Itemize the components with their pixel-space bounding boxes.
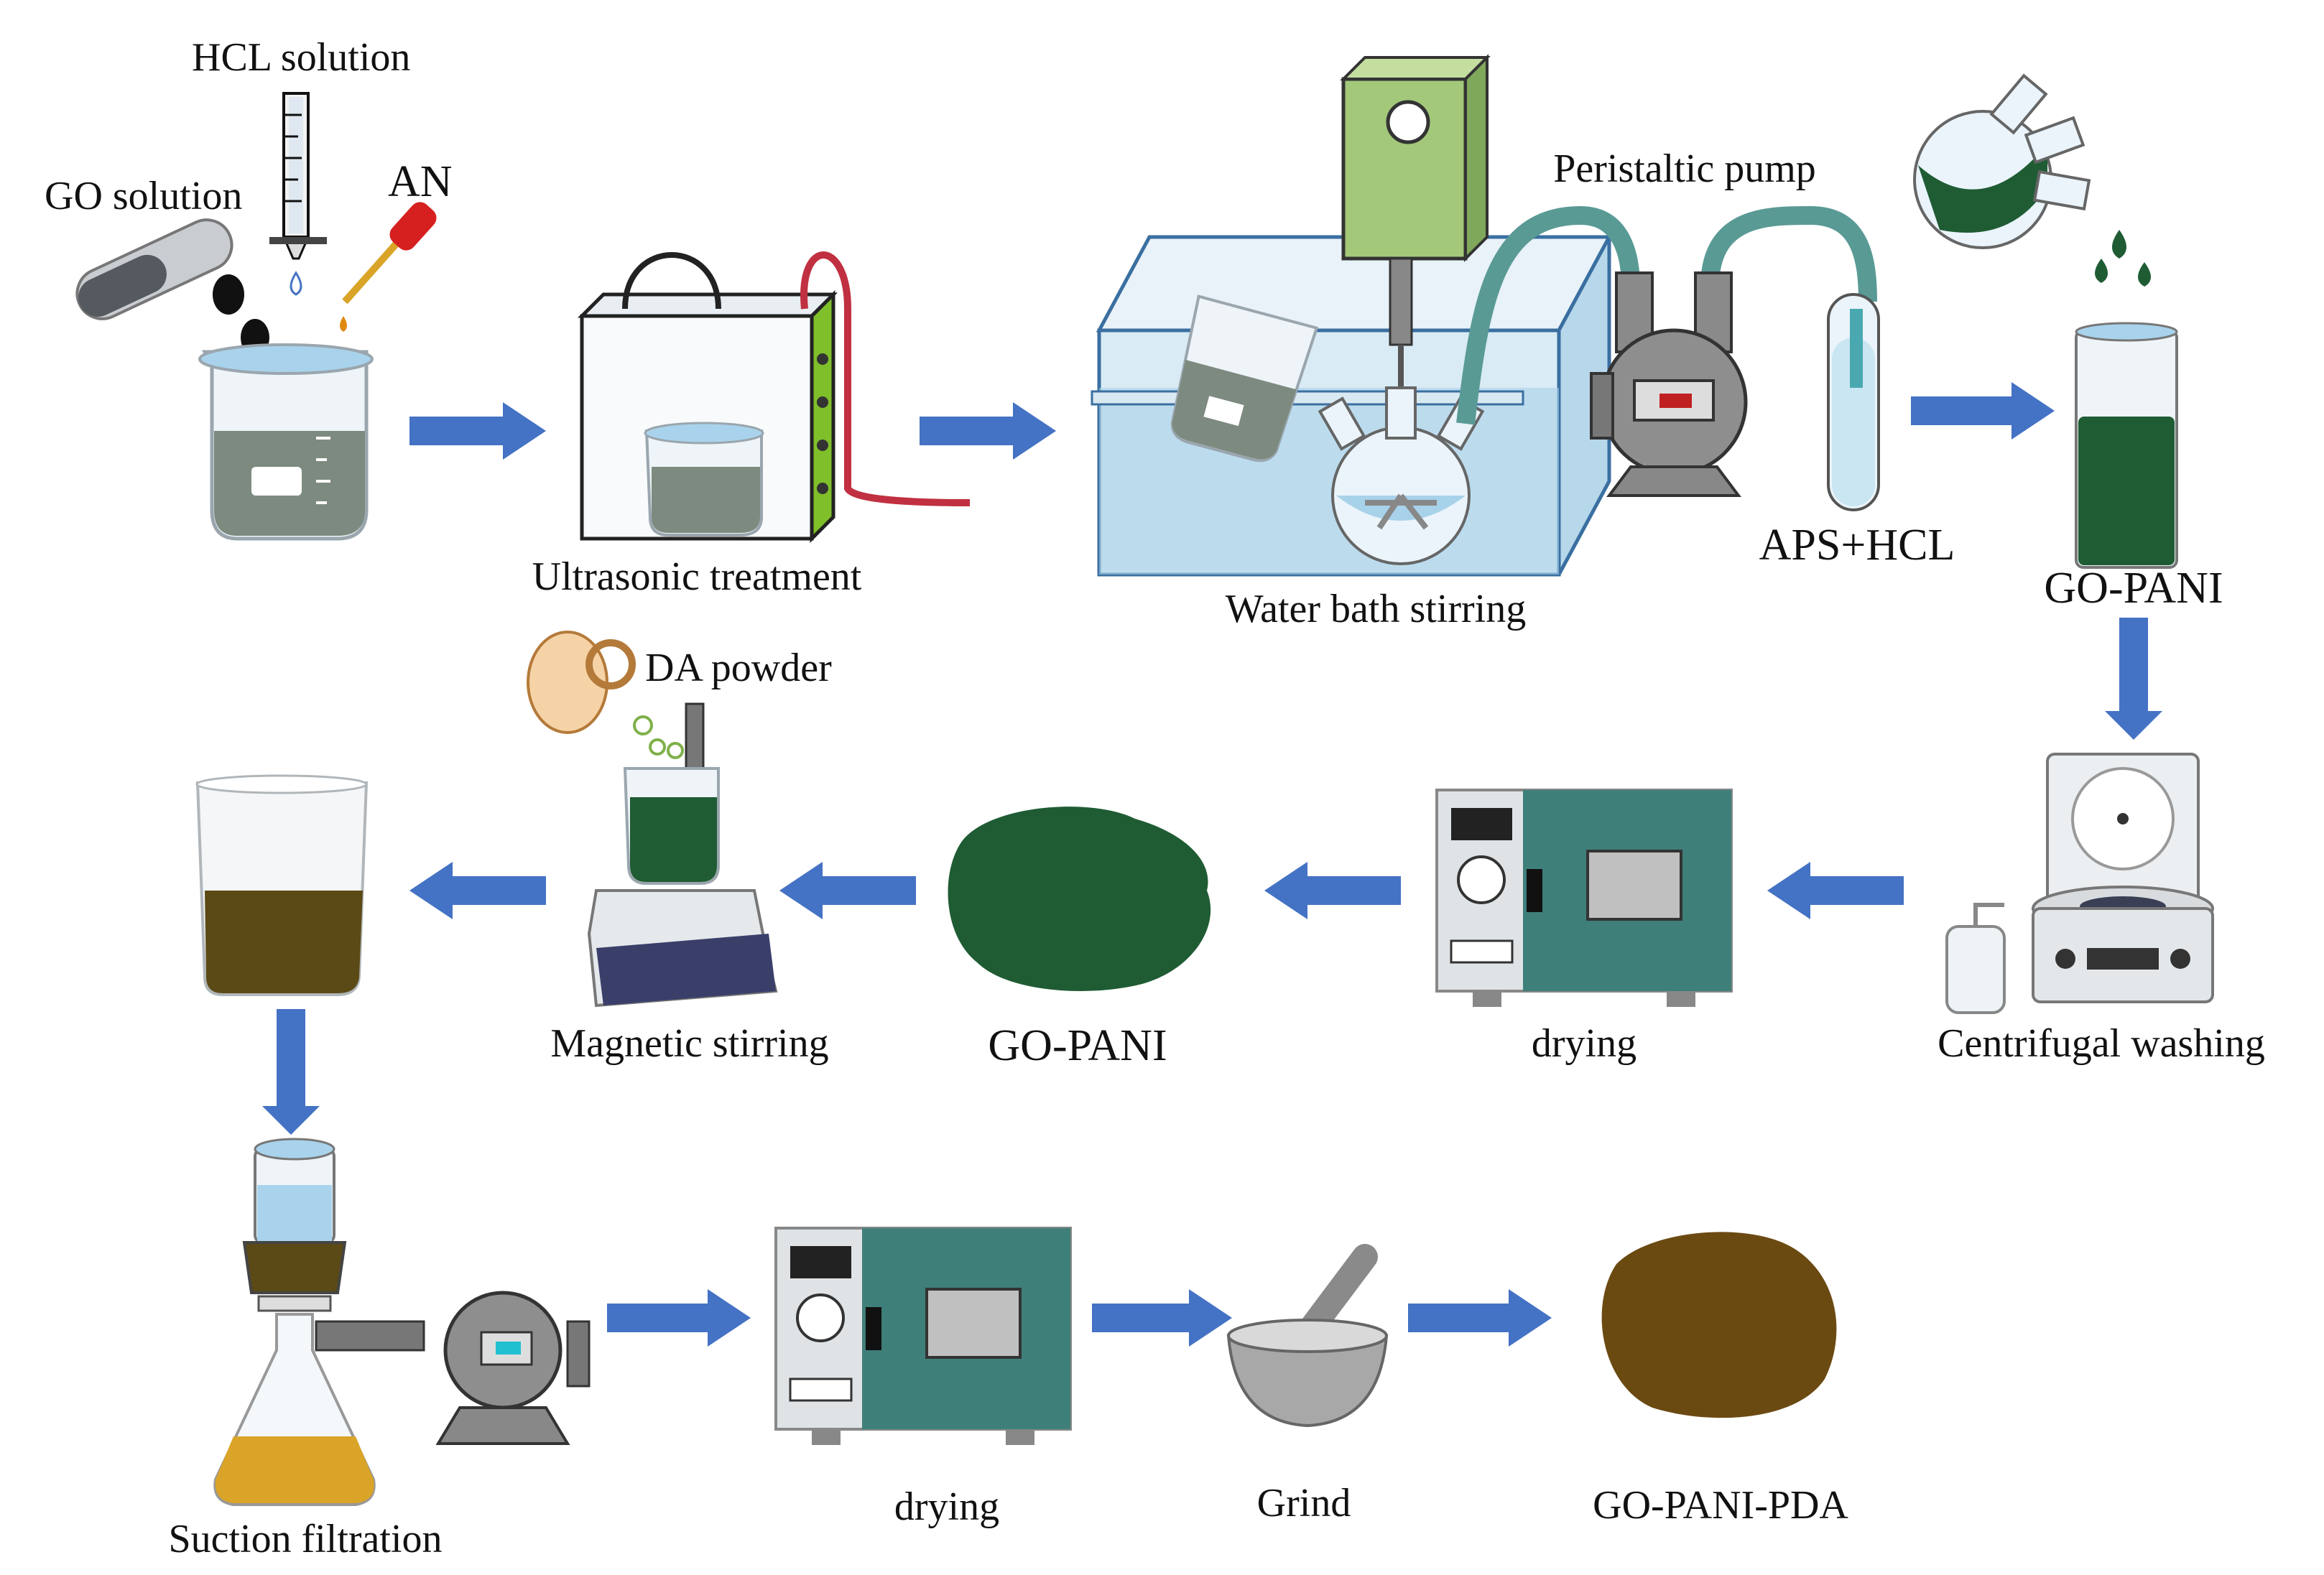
arrow-4-down <box>2105 618 2162 740</box>
label-go-solution: GO solution <box>45 174 243 218</box>
mixing-beaker <box>75 92 437 541</box>
dropper-icon <box>340 202 437 332</box>
aps-test-tube-icon <box>1827 293 1880 511</box>
label-go-pani-top: GO-PANI <box>2044 564 2223 613</box>
arrow-9-down <box>262 1009 320 1135</box>
mixture-beaker-icon <box>195 774 369 996</box>
go-pani-powder-icon <box>948 807 1211 991</box>
arrow-8-left <box>409 862 546 919</box>
arrow-3 <box>1911 382 2055 440</box>
arrow-10 <box>607 1289 751 1347</box>
drying-oven-bottom-icon <box>774 1227 1072 1445</box>
label-aps-hcl: APS+HCL <box>1759 521 1955 570</box>
arrow-11 <box>1092 1289 1232 1347</box>
arrow-5-left <box>1767 862 1904 919</box>
flow-arrows <box>262 382 2162 1347</box>
label-an: AN <box>388 157 453 206</box>
go-pani-pda-powder-icon <box>1601 1232 1837 1418</box>
mortar-pestle-icon <box>1226 1244 1389 1428</box>
three-neck-flask-icon <box>1913 73 2151 287</box>
label-grind: Grind <box>1256 1481 1351 1525</box>
peristaltic-pump-icon <box>1590 271 1748 497</box>
label-centrifugal-washing: Centrifugal washing <box>1938 1021 2265 1066</box>
label-magnetic-stirring: Magnetic stirring <box>550 1021 829 1066</box>
wash-bottle-icon <box>1945 903 2006 1014</box>
ok-hand-icon <box>527 631 636 734</box>
label-drying-bottom: drying <box>894 1485 1000 1529</box>
label-go-pani-mid: GO-PANI <box>988 1021 1167 1070</box>
suction-filtration-icon <box>213 1138 591 1506</box>
label-suction-filtration: Suction filtration <box>168 1517 443 1561</box>
arrow-7-left <box>779 862 916 919</box>
label-da-powder: DA powder <box>645 646 832 690</box>
drying-oven-mid-icon <box>1435 789 1733 1007</box>
label-go-pani-pda: GO-PANI-PDA <box>1593 1483 1848 1528</box>
label-peristaltic-pump: Peristaltic pump <box>1553 147 1816 191</box>
arrow-1 <box>409 402 546 460</box>
label-ultrasonic-treatment: Ultrasonic treatment <box>532 554 862 599</box>
label-hcl-solution: HCL solution <box>192 35 411 80</box>
arrow-2 <box>920 402 1056 460</box>
label-drying-mid: drying <box>1531 1021 1637 1066</box>
go-pani-beaker-top <box>1913 73 2178 569</box>
ultrasonic-bath-icon <box>577 251 971 544</box>
label-water-bath-stirring: Water bath stirring <box>1225 587 1527 631</box>
arrow-6-left <box>1264 862 1401 919</box>
go-test-tube-icon <box>75 218 269 356</box>
arrow-12 <box>1408 1289 1552 1347</box>
burette-icon <box>269 92 327 296</box>
magnetic-stirrer-icon <box>527 631 778 1008</box>
centrifuge-icon <box>1945 753 2214 1014</box>
water-bath-icon <box>1091 54 1877 577</box>
